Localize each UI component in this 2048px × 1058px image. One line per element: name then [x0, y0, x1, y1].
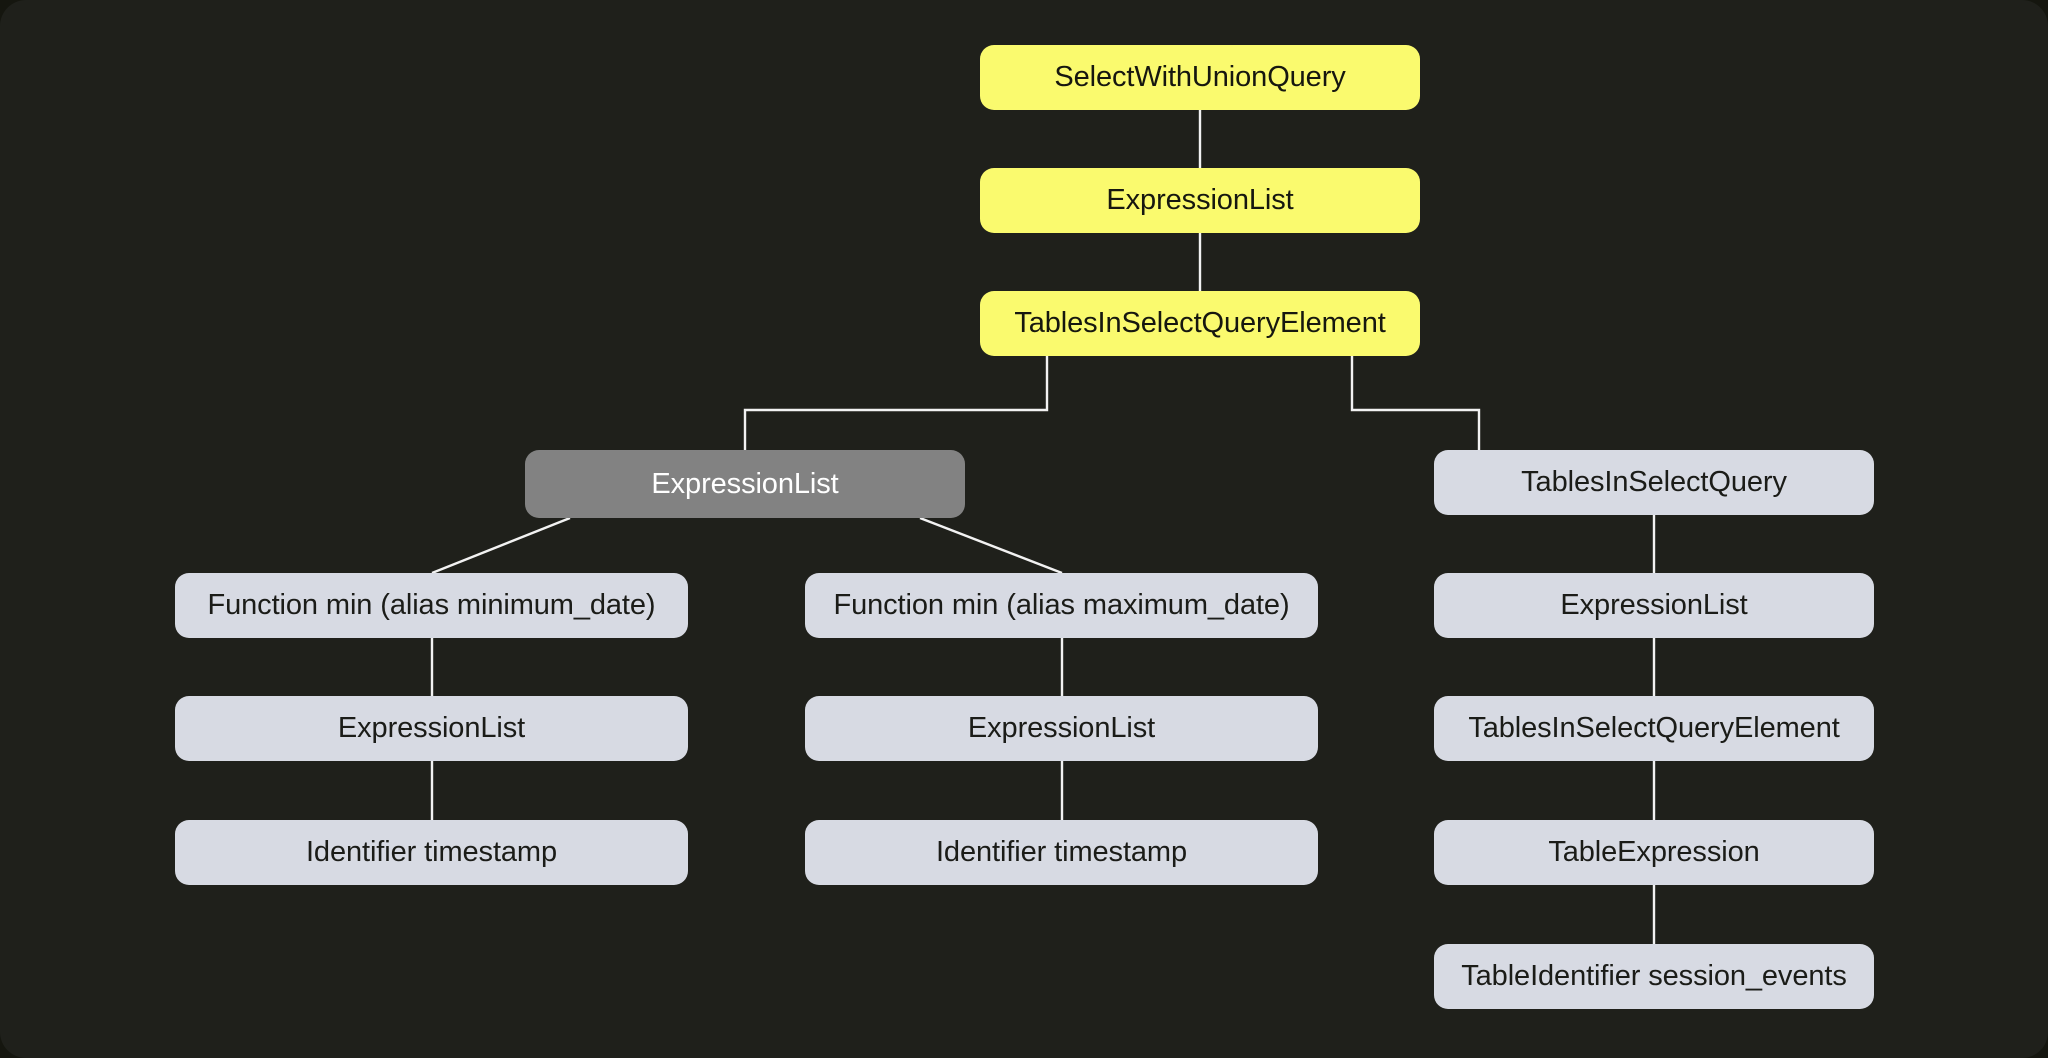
tree-node-n11[interactable]: Identifier timestamp — [175, 820, 688, 885]
tree-node-label: Identifier timestamp — [305, 836, 558, 868]
tree-node-n7[interactable]: ExpressionList — [1434, 573, 1874, 638]
tree-edge-n2-n3 — [743, 356, 1049, 450]
tree-node-label: SelectWithUnionQuery — [1054, 61, 1346, 93]
tree-node-n10[interactable]: TablesInSelectQueryElement — [1434, 696, 1874, 761]
tree-node-n12[interactable]: Identifier timestamp — [805, 820, 1318, 885]
tree-node-n14[interactable]: TableIdentifier session_events — [1434, 944, 1874, 1009]
tree-node-n6[interactable]: Function min (alias maximum_date) — [805, 573, 1318, 638]
tree-node-label: ExpressionList — [651, 467, 839, 500]
tree-node-label: TablesInSelectQuery — [1521, 466, 1787, 498]
tree-node-n2[interactable]: TablesInSelectQueryElement — [980, 291, 1420, 356]
tree-node-label: Function min (alias minimum_date) — [207, 589, 656, 621]
tree-edge-n3-n5 — [431, 516, 571, 575]
tree-node-label: TablesInSelectQueryElement — [1014, 307, 1386, 339]
tree-edge-n3-n6 — [919, 516, 1063, 575]
tree-node-label: Function min (alias maximum_date) — [833, 589, 1290, 621]
tree-node-n3[interactable]: ExpressionList — [525, 450, 965, 518]
tree-node-label: TableIdentifier session_events — [1461, 960, 1847, 992]
tree-node-n13[interactable]: TableExpression — [1434, 820, 1874, 885]
tree-node-n9[interactable]: ExpressionList — [805, 696, 1318, 761]
tree-node-n1[interactable]: ExpressionList — [980, 168, 1420, 233]
tree-node-label: ExpressionList — [337, 712, 526, 744]
tree-node-n8[interactable]: ExpressionList — [175, 696, 688, 761]
tree-node-label: ExpressionList — [1560, 589, 1748, 621]
tree-node-label: Identifier timestamp — [935, 836, 1188, 868]
tree-node-label: ExpressionList — [967, 712, 1156, 744]
tree-node-n4[interactable]: TablesInSelectQuery — [1434, 450, 1874, 515]
tree-node-label: TablesInSelectQueryElement — [1468, 712, 1840, 744]
tree-node-n5[interactable]: Function min (alias minimum_date) — [175, 573, 688, 638]
tree-node-label: ExpressionList — [1106, 184, 1294, 216]
tree-edge-n2-n4 — [1350, 356, 1481, 450]
tree-node-label: TableExpression — [1548, 836, 1760, 868]
tree-node-n0[interactable]: SelectWithUnionQuery — [980, 45, 1420, 110]
